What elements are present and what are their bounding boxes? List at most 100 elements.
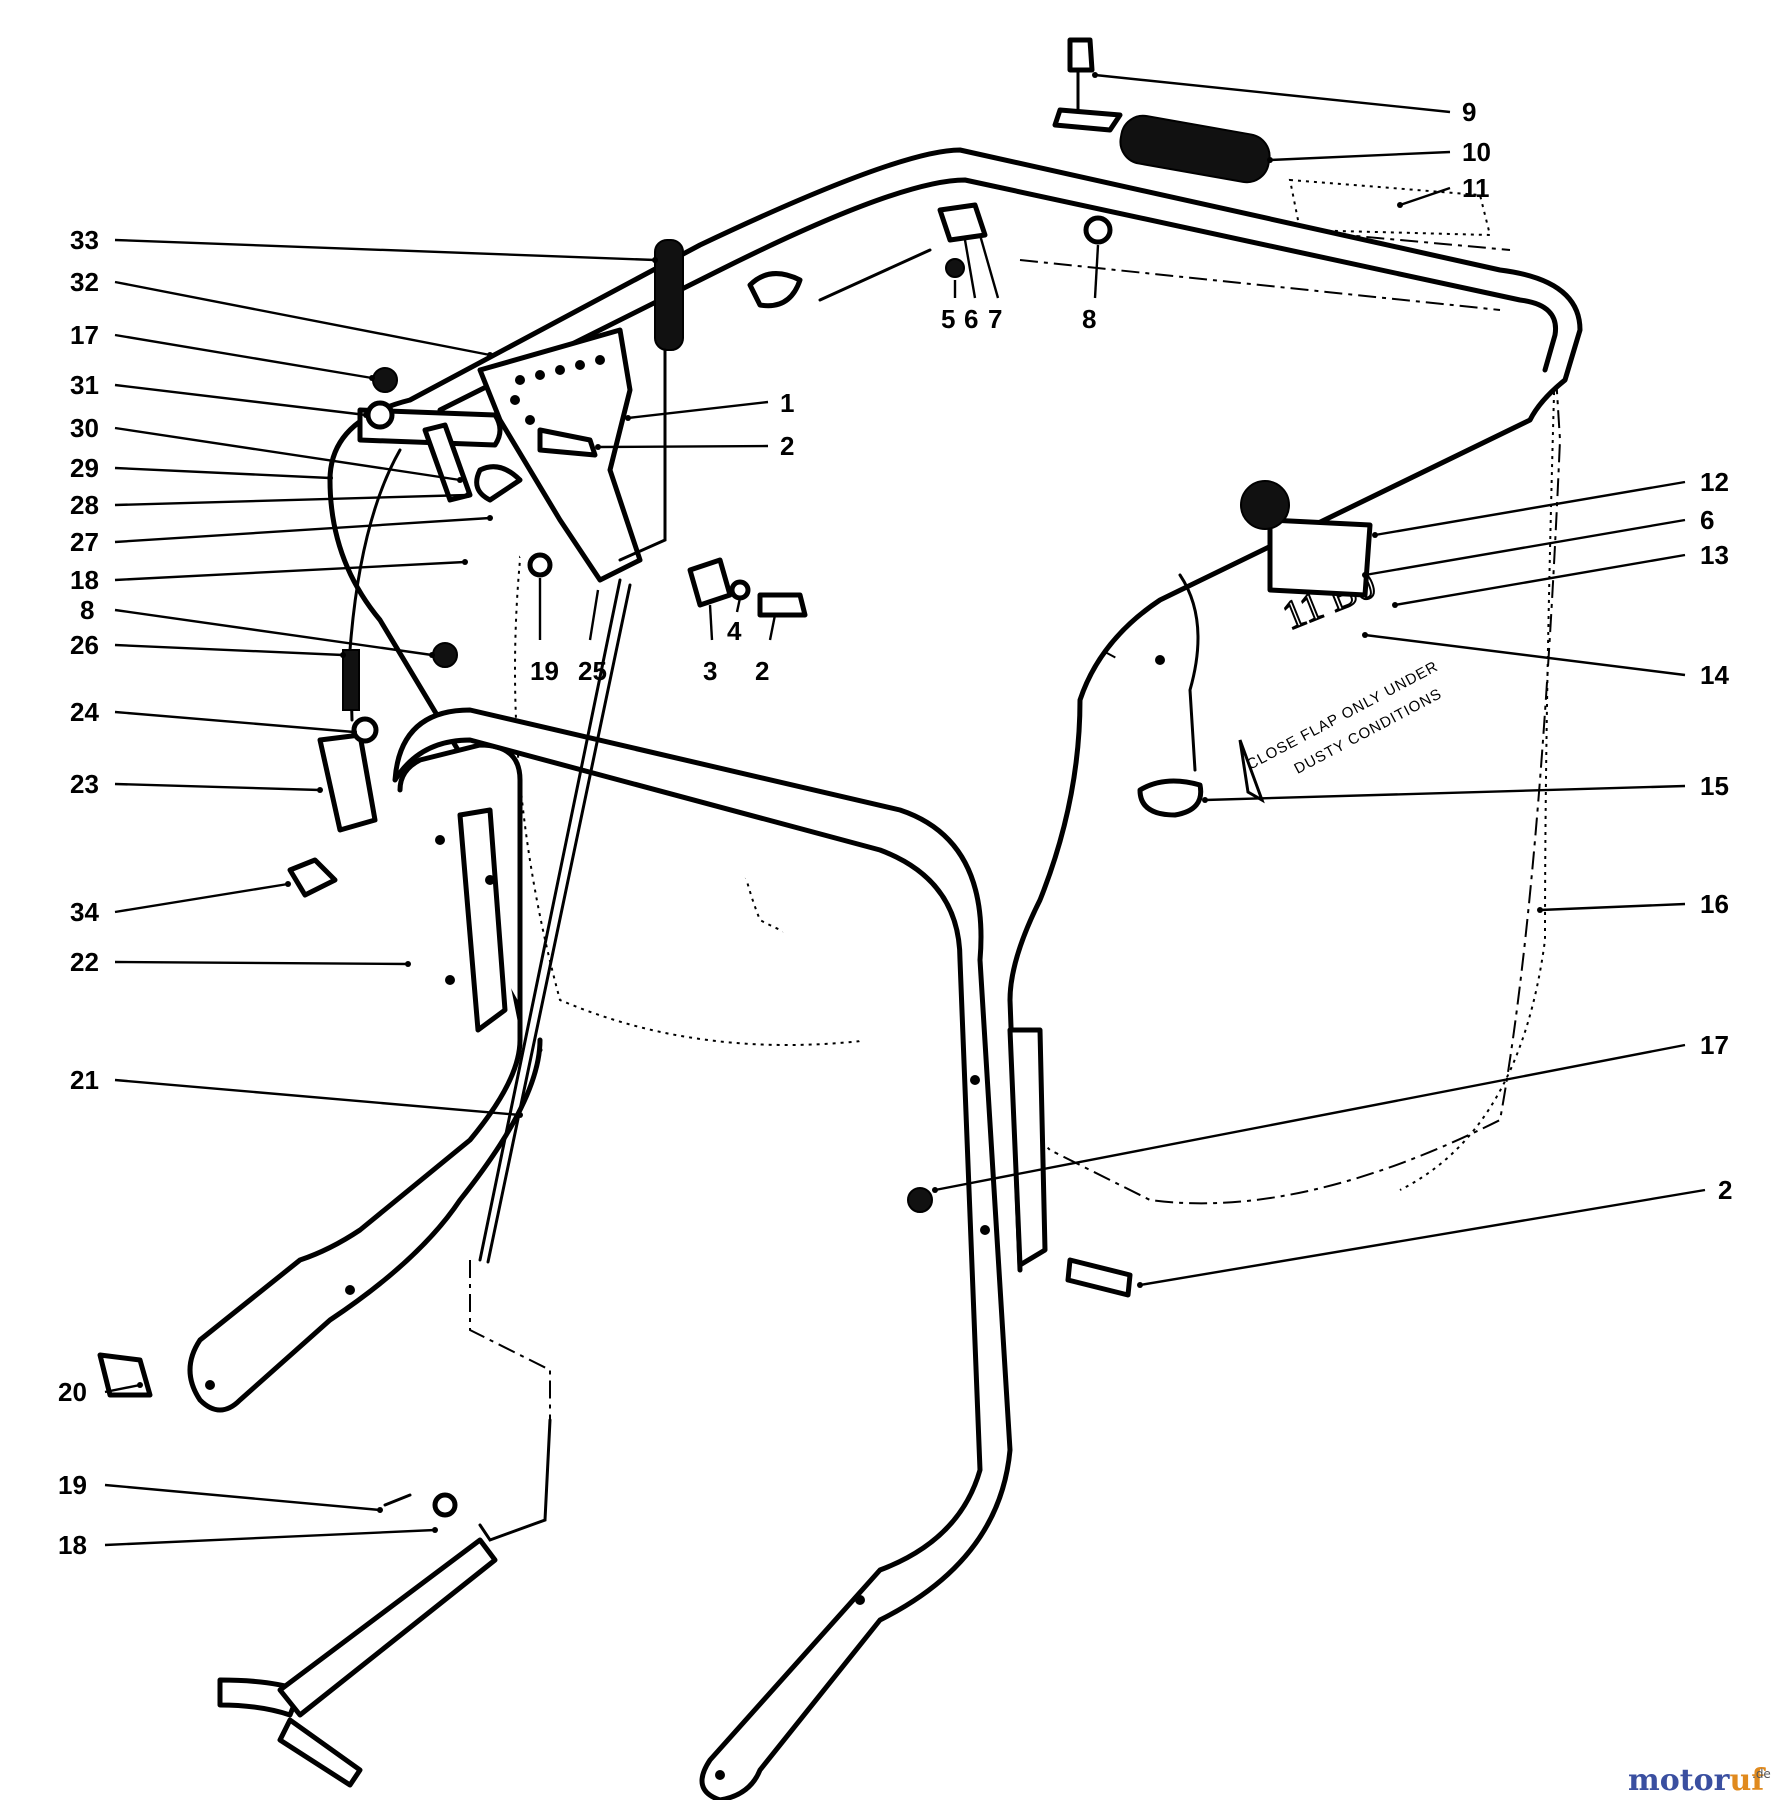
callout-30-label: 30 xyxy=(70,413,99,443)
callout-2a-label: 2 xyxy=(780,431,794,461)
callout-6b-label: 6 xyxy=(964,304,978,334)
callout-31: 31 xyxy=(70,370,369,418)
callout-24-label: 24 xyxy=(70,697,99,727)
callout-18a-label: 18 xyxy=(70,565,99,595)
bolt-34 xyxy=(287,857,338,898)
callout-16: 16 xyxy=(1537,889,1729,919)
callout-25: 25 xyxy=(578,589,607,686)
clamp-top xyxy=(747,271,803,309)
callout-20: 20 xyxy=(58,1377,143,1407)
callout-34: 34 xyxy=(70,881,291,927)
bottom-linkage-plate xyxy=(277,1537,498,1718)
callout-2d-label: 2 xyxy=(1718,1175,1732,1205)
watermark-suffix: .de xyxy=(1752,1767,1771,1781)
pin-19-bottom xyxy=(383,1493,412,1507)
callouts: 33 32 17 31 30 29 28 27 xyxy=(58,72,1732,1560)
callout-10: 10 xyxy=(1267,137,1491,167)
callout-9: 9 xyxy=(1092,72,1476,127)
callout-17b-label: 17 xyxy=(1700,1030,1729,1060)
callout-18a: 18 xyxy=(70,559,468,595)
knob-12 xyxy=(1240,480,1290,530)
callout-10-label: 10 xyxy=(1462,137,1491,167)
svg-text:motoruf: motoruf xyxy=(1628,1763,1766,1798)
callout-6a-label: 6 xyxy=(1700,505,1714,535)
bolt-2-upper xyxy=(537,427,598,458)
callout-16-label: 16 xyxy=(1700,889,1729,919)
callout-27: 27 xyxy=(70,515,493,557)
cable-sleeve-26 xyxy=(342,649,360,711)
callout-2d: 2 xyxy=(1137,1175,1732,1288)
nut-8-top xyxy=(1083,215,1113,245)
callout-15: 15 xyxy=(1202,771,1729,803)
washer-9 xyxy=(1052,107,1123,133)
callout-17a: 17 xyxy=(70,320,375,381)
callout-12: 12 xyxy=(1372,467,1729,538)
control-box-12 xyxy=(1267,517,1373,598)
callout-4-label: 4 xyxy=(727,616,742,646)
callout-2b: 2 xyxy=(755,614,777,686)
callout-17a-label: 17 xyxy=(70,320,99,350)
callout-29: 29 xyxy=(70,453,333,483)
lower-handle xyxy=(187,655,1165,1800)
bolt-2-lower xyxy=(757,592,808,618)
callout-8b-label: 8 xyxy=(1082,304,1096,334)
callout-8a: 8 xyxy=(80,595,435,658)
callout-33-label: 33 xyxy=(70,225,99,255)
callout-9-label: 9 xyxy=(1462,97,1476,127)
callout-30: 30 xyxy=(70,413,463,483)
nut-17-top xyxy=(372,367,398,393)
callout-5: 5 xyxy=(941,280,957,334)
callout-14-label: 14 xyxy=(1700,660,1729,690)
washer-19 xyxy=(527,552,553,578)
callout-11-label: 11 xyxy=(1462,173,1490,203)
callout-8a-label: 8 xyxy=(80,595,94,625)
bag-note: CLOSE FLAP ONLY UNDER DUSTY CONDITIONS xyxy=(1244,658,1445,778)
callout-34-label: 34 xyxy=(70,897,99,927)
bracket-6-7 xyxy=(937,202,988,243)
control-panel xyxy=(317,239,684,833)
bag-note-arrow-icon xyxy=(1238,739,1265,804)
callout-8b: 8 xyxy=(1082,244,1100,334)
nut-5 xyxy=(945,258,965,278)
callout-27-label: 27 xyxy=(70,527,99,557)
hardware xyxy=(97,37,1373,1518)
watermark-logo: motoruf .de xyxy=(1628,1763,1771,1798)
grip-10 xyxy=(1119,114,1271,184)
callout-21: 21 xyxy=(70,1065,523,1118)
callout-7-label: 7 xyxy=(988,304,1002,334)
cable-14 xyxy=(1178,573,1200,772)
callout-18b: 18 xyxy=(58,1527,438,1560)
callout-19b-label: 19 xyxy=(530,656,559,686)
callout-2b-label: 2 xyxy=(755,656,769,686)
watermark-part-b: uf xyxy=(1729,1763,1766,1798)
callout-12-label: 12 xyxy=(1700,467,1729,497)
cable-7 xyxy=(818,248,932,302)
callout-31-label: 31 xyxy=(70,370,99,400)
bolt-9 xyxy=(1067,37,1095,73)
callout-19a-label: 19 xyxy=(58,1470,87,1500)
callout-23: 23 xyxy=(70,769,323,799)
nut-24 xyxy=(351,716,379,744)
callout-18b-label: 18 xyxy=(58,1530,87,1560)
callout-17b: 17 xyxy=(932,1030,1729,1193)
callout-6b: 6 xyxy=(963,239,978,334)
callout-11: 11 xyxy=(1397,173,1490,208)
callout-13-label: 13 xyxy=(1700,540,1729,570)
callout-15-label: 15 xyxy=(1700,771,1729,801)
callout-14: 14 xyxy=(1362,632,1729,690)
spring-28 xyxy=(474,464,523,503)
callout-28-label: 28 xyxy=(70,490,99,520)
clamp-15 xyxy=(1137,778,1204,818)
callout-29-label: 29 xyxy=(70,453,99,483)
callout-4: 4 xyxy=(727,597,742,646)
callout-19a: 19 xyxy=(58,1470,383,1513)
callout-20-label: 20 xyxy=(58,1377,87,1407)
callout-32: 32 xyxy=(70,267,493,358)
bracket-23 xyxy=(317,732,378,833)
washer-31 xyxy=(365,400,395,430)
watermark-part-a: motor xyxy=(1628,1763,1731,1798)
callout-26-label: 26 xyxy=(70,630,99,660)
callout-32-label: 32 xyxy=(70,267,99,297)
callout-23-label: 23 xyxy=(70,769,99,799)
callout-13: 13 xyxy=(1392,540,1729,608)
